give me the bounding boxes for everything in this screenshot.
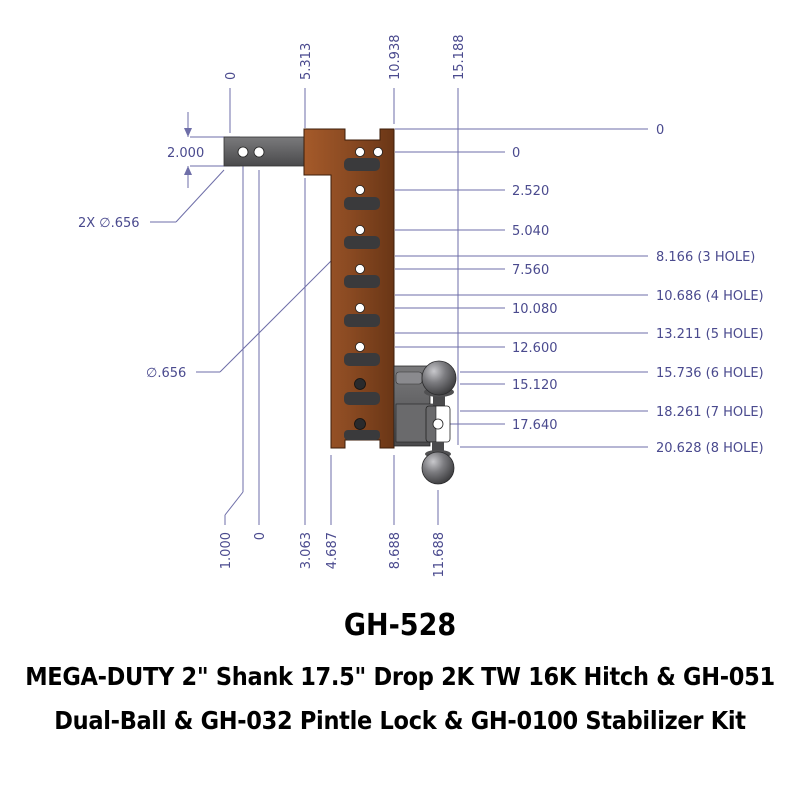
drop-dim-label: 15.736 (6 HOLE) xyxy=(656,366,764,381)
hole-dim-label: 15.120 xyxy=(512,378,558,393)
hole-dim-label: 10.080 xyxy=(512,302,558,317)
mount-slots xyxy=(344,158,380,440)
bottom-dim-label: 1.000 xyxy=(219,532,234,569)
top-dim-label: 0 xyxy=(224,72,239,80)
hitch-assembly xyxy=(223,128,457,485)
lower-ball xyxy=(421,442,455,485)
hole-dim-label: 5.040 xyxy=(512,224,549,239)
top-dimension-labels: 0 5.313 10.938 15.188 xyxy=(224,35,467,81)
drop-dim-label: 13.211 (5 HOLE) xyxy=(656,327,764,342)
shank-height-label: 2.000 xyxy=(167,146,204,161)
model-number: GH-528 xyxy=(343,608,457,643)
hole-dim-label: 0 xyxy=(512,146,520,161)
drop-dim-label: 8.166 (3 HOLE) xyxy=(656,250,755,265)
drop-dim-label: 10.686 (4 HOLE) xyxy=(656,289,764,304)
bottom-dim-label: 11.688 xyxy=(432,532,447,578)
hole-dim-label: 7.560 xyxy=(512,263,549,278)
top-dim-label: 5.313 xyxy=(299,43,314,80)
dimension-lines xyxy=(150,88,648,525)
drop-dim-label: 0 xyxy=(656,123,664,138)
shank-hole-note: 2X ∅.656 xyxy=(78,216,140,231)
mount-pin xyxy=(432,418,444,430)
shank-hole xyxy=(253,146,265,158)
mount-holes xyxy=(354,147,383,430)
shank xyxy=(223,136,309,167)
right-dimension-labels: 0 2.520 5.040 7.560 10.080 12.600 15.120… xyxy=(512,123,764,456)
bottom-dim-label: 3.063 xyxy=(299,532,314,569)
bottom-dim-label: 4.687 xyxy=(325,532,340,569)
product-description-line-2: Dual-Ball & GH-032 Pintle Lock & GH-0100… xyxy=(54,706,746,735)
top-dim-label: 10.938 xyxy=(388,35,403,81)
bottom-dimension-labels: 1.000 0 3.063 4.687 8.688 11.688 xyxy=(219,532,447,578)
mount-hole-note: ∅.656 xyxy=(146,366,186,381)
drop-dim-label: 20.628 (8 HOLE) xyxy=(656,441,764,456)
hole-dim-label: 2.520 xyxy=(512,184,549,199)
bottom-dim-label: 8.688 xyxy=(388,532,403,569)
hole-dim-label: 17.640 xyxy=(512,418,558,433)
bottom-dim-label: 0 xyxy=(253,532,268,540)
shank-hole xyxy=(237,146,249,158)
upper-ball xyxy=(421,360,457,406)
product-description-line-1: MEGA-DUTY 2" Shank 17.5" Drop 2K TW 16K … xyxy=(25,662,775,691)
note-labels: 2.000 2X ∅.656 ∅.656 xyxy=(78,146,204,381)
drop-dim-label: 18.261 (7 HOLE) xyxy=(656,405,764,420)
top-dim-label: 15.188 xyxy=(452,35,467,81)
hole-dim-label: 12.600 xyxy=(512,341,558,356)
